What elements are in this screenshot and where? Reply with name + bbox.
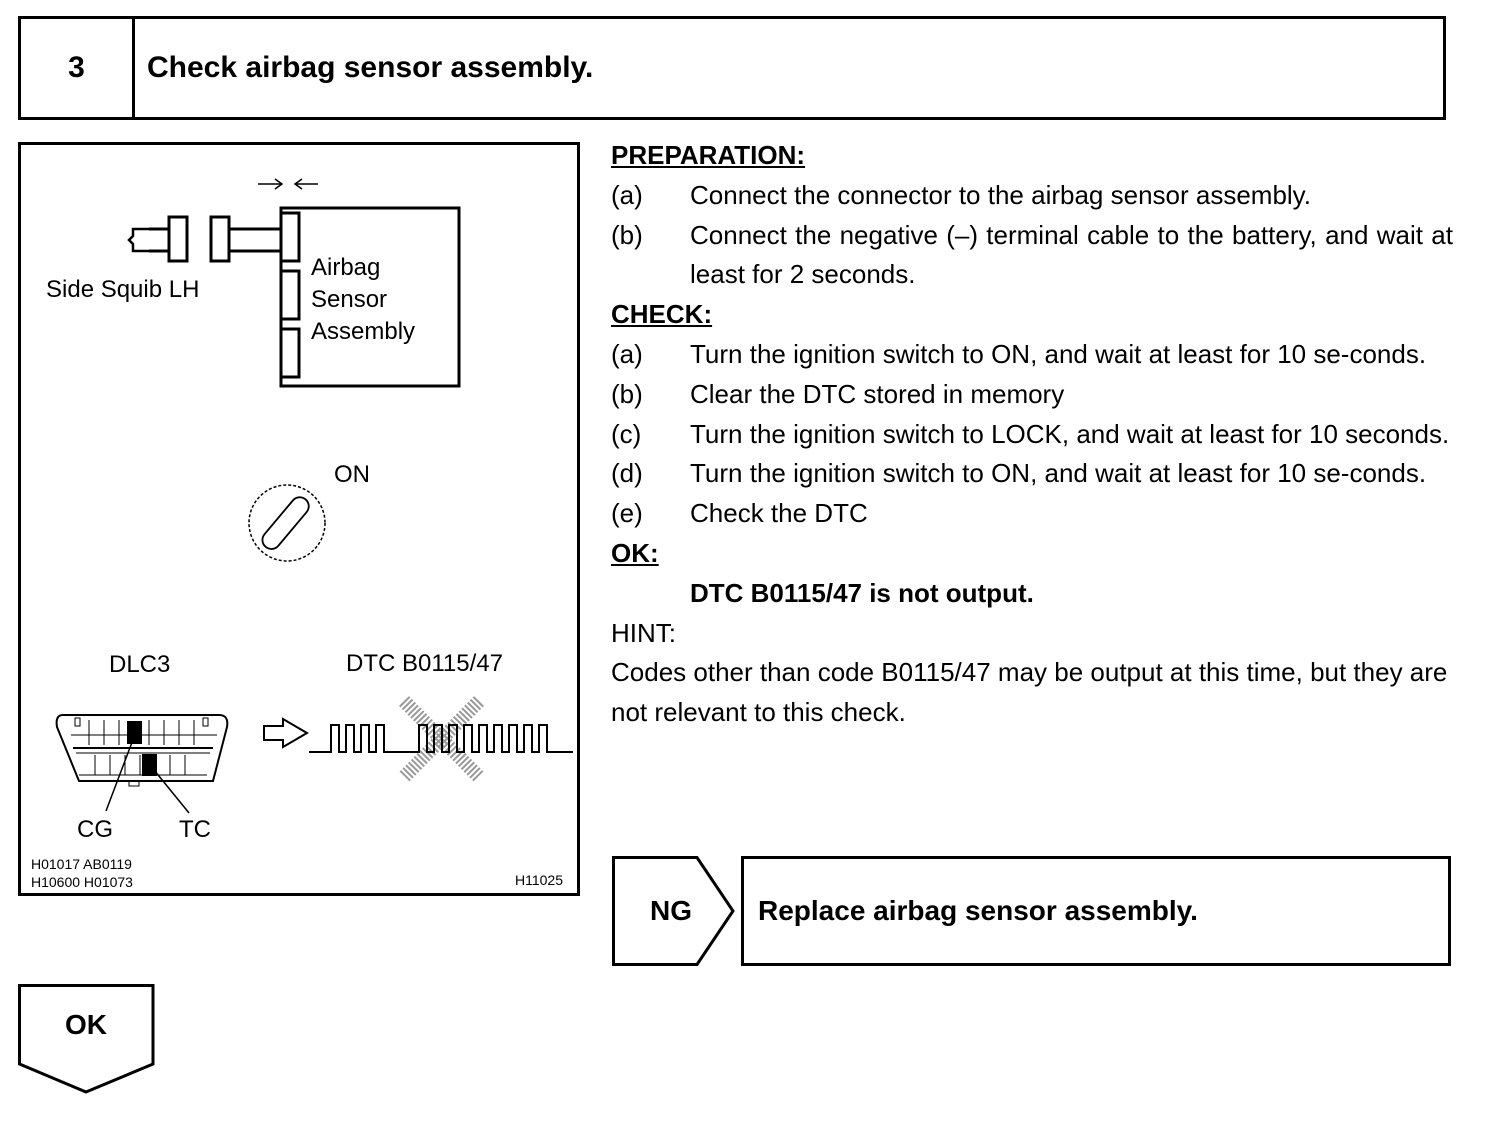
hint-heading: HINT: <box>611 617 676 648</box>
step-title: Check airbag sensor assembly. <box>147 51 594 84</box>
item-letter: (a) <box>611 338 643 369</box>
list-item: (a) Connect the connector to the airbag … <box>611 176 1453 216</box>
item-letter: (d) <box>611 458 643 489</box>
cg-leader-line <box>105 736 135 812</box>
ng-label: NG <box>650 895 692 926</box>
item-text: Clear the DTC stored in memory <box>690 378 1065 409</box>
output-arrow-icon <box>263 717 309 749</box>
ignition-switch-icon <box>248 484 326 562</box>
wiring-illustration <box>55 178 573 814</box>
tc-label: TC <box>179 816 211 843</box>
figure-id: H11025 <box>515 872 564 888</box>
item-text: Check the DTC <box>690 498 868 529</box>
airbag-sensor-box <box>279 206 461 388</box>
list-item: (a) Turn the ignition switch to ON, and … <box>611 335 1453 375</box>
step-header: 3 Check airbag sensor assembly. <box>18 16 1446 120</box>
ok-flow-label: OK <box>65 1009 107 1040</box>
step-number: 3 <box>21 19 135 117</box>
dlc3-connector-icon <box>55 714 229 787</box>
check-heading: CHECK: <box>611 299 713 330</box>
ng-action-box: Replace airbag sensor assembly. <box>741 856 1451 966</box>
list-item: (b) Clear the DTC stored in memory <box>611 375 1453 415</box>
item-text: Turn the ignition switch to ON, and wait… <box>690 338 1427 369</box>
dtc-waveform <box>309 724 573 753</box>
list-item: (b) Connect the negative (–) terminal ca… <box>611 216 1453 296</box>
connect-arrows-icon <box>258 178 318 190</box>
ref-codes-line2: H10600 H01073 <box>31 874 133 890</box>
side-squib-label: Side Squib LH <box>46 276 200 303</box>
item-text: Connect the connector to the airbag sens… <box>690 179 1311 210</box>
sensor-label-line3: Assembly <box>311 318 416 345</box>
item-letter: (b) <box>611 378 643 409</box>
sensor-label-line1: Airbag <box>311 254 381 281</box>
item-letter: (e) <box>611 498 643 529</box>
side-squib-connector <box>127 215 281 263</box>
hint-text: Codes other than code B0115/47 may be ou… <box>611 657 1448 728</box>
list-item: (e) Check the DTC <box>611 494 1453 534</box>
ok-arrow-box <box>18 984 155 1094</box>
ignition-on-label: ON <box>334 461 370 488</box>
ng-arrow-box <box>612 856 735 966</box>
cg-terminal <box>127 721 142 744</box>
dlc3-label: DLC3 <box>109 651 171 678</box>
list-item: (c) Turn the ignition switch to LOCK, an… <box>611 415 1453 455</box>
item-text: Turn the ignition switch to LOCK, and wa… <box>690 418 1450 449</box>
illustration-panel: Side Squib LH Airbag Sensor Assembly ON … <box>18 142 580 896</box>
preparation-heading: PREPARATION: <box>611 140 806 170</box>
item-letter: (c) <box>611 418 642 449</box>
dtc-label: DTC B0115/47 <box>346 650 503 677</box>
item-text: Connect the negative (–) terminal cable … <box>690 219 1453 290</box>
procedure-text: PREPARATION: (a) Connect the connector t… <box>611 136 1453 733</box>
item-letter: (b) <box>611 219 643 250</box>
list-item: (d) Turn the ignition switch to ON, and … <box>611 454 1453 494</box>
ok-result-text: DTC B0115/47 is not output. <box>690 577 1034 608</box>
ok-heading: OK: <box>611 537 659 568</box>
ref-codes-line1: H01017 AB0119 <box>31 856 132 872</box>
cg-label: CG <box>77 816 113 843</box>
item-text: Turn the ignition switch to ON, and wait… <box>690 458 1427 489</box>
ng-action-text: Replace airbag sensor assembly. <box>758 895 1198 926</box>
sensor-label-line2: Sensor <box>311 286 388 313</box>
tc-terminal <box>142 754 157 776</box>
item-letter: (a) <box>611 179 643 210</box>
